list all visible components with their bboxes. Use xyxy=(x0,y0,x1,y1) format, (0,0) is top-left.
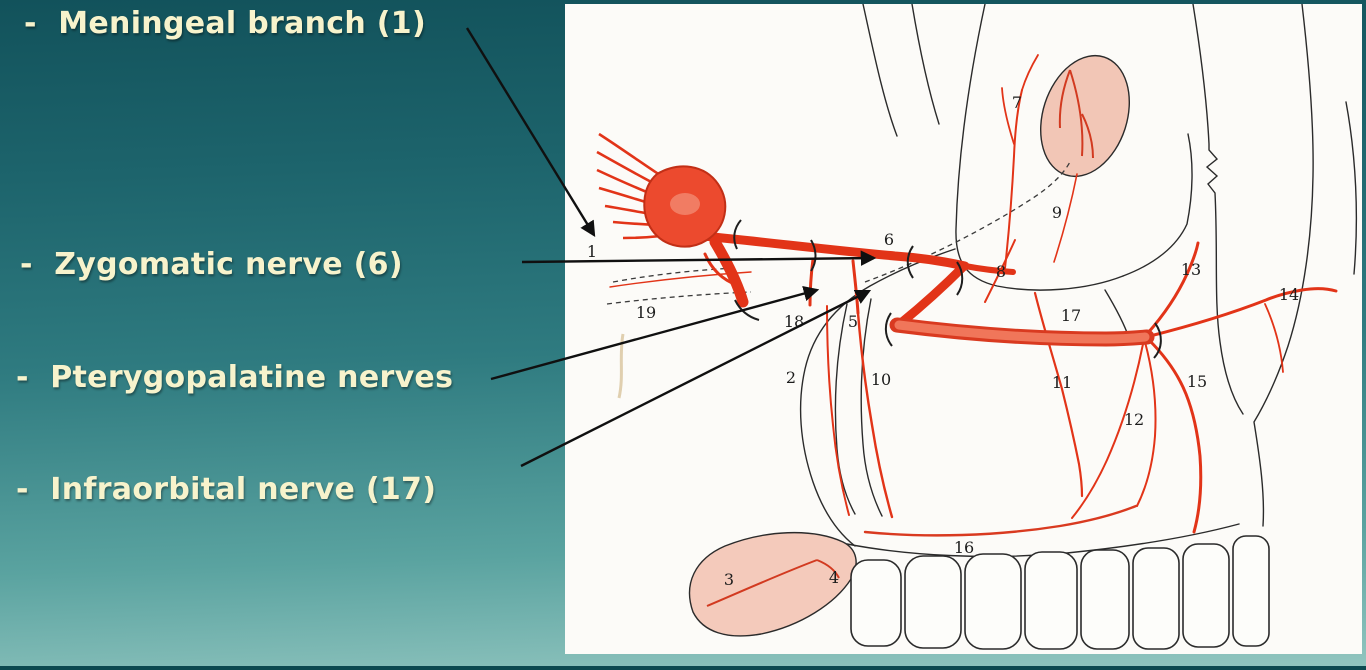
beige-mark xyxy=(617,333,625,399)
trigeminal-ganglion xyxy=(596,132,727,248)
gland-shape xyxy=(1039,54,1131,178)
label-infraorbital-nerve: - Infraorbital nerve (17) xyxy=(16,472,437,507)
diagram-number-1: 1 xyxy=(586,242,598,261)
bottom-divider xyxy=(0,666,1366,670)
diagram-number-14: 14 xyxy=(1278,285,1300,304)
diagram-number-5: 5 xyxy=(847,312,859,331)
label-pterygopalatine-nerves: - Pterygopalatine nerves xyxy=(16,360,454,395)
nerve-branches xyxy=(609,54,1338,537)
label-zygomatic-nerve: - Zygomatic nerve (6) xyxy=(20,247,403,282)
diagram-number-10: 10 xyxy=(870,370,892,389)
diagram-number-9: 9 xyxy=(1051,203,1063,222)
soft-tissue xyxy=(688,54,1131,637)
label-meningeal-branch: - Meningeal branch (1) xyxy=(24,6,426,41)
diagram-number-16: 16 xyxy=(953,538,975,557)
diagram-number-7: 7 xyxy=(1011,93,1023,112)
diagram-number-13: 13 xyxy=(1180,260,1202,279)
diagram-number-17: 17 xyxy=(1060,306,1082,325)
diagram-number-18: 18 xyxy=(783,312,805,331)
diagram-number-3: 3 xyxy=(723,570,735,589)
diagram-number-11: 11 xyxy=(1051,373,1073,392)
upper-teeth xyxy=(850,535,1270,650)
diagram-panel: 1 2 3 4 5 6 7 8 9 10 11 12 13 14 15 16 1… xyxy=(565,4,1362,654)
diagram-number-12: 12 xyxy=(1123,410,1145,429)
tongue-shape xyxy=(688,531,857,637)
anatomy-illustration xyxy=(596,4,1358,650)
diagram-number-19: 19 xyxy=(635,303,657,322)
diagram-number-4: 4 xyxy=(828,568,840,587)
diagram-number-15: 15 xyxy=(1186,372,1208,391)
infraorbital-band xyxy=(889,317,1155,347)
cut-marks xyxy=(733,219,1162,359)
diagram-number-6: 6 xyxy=(883,230,895,249)
diagram-number-2: 2 xyxy=(785,368,797,387)
diagram-number-8: 8 xyxy=(995,262,1007,281)
